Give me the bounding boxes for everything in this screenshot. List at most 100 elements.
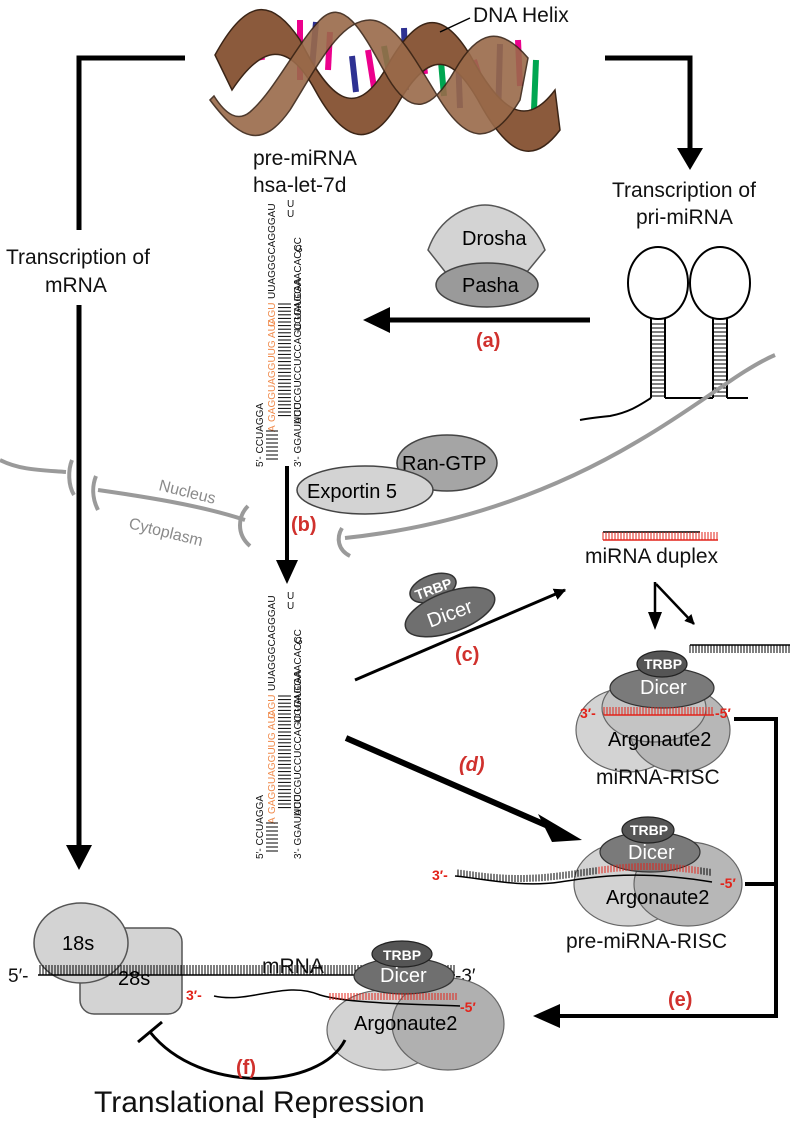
strand-5prime-2: -5′ (720, 875, 736, 891)
step-e-label: (e) (668, 989, 692, 1011)
svg-text:UCCGUCCUCCAGC UAUCAA: UCCGUCCUCCAGC UAUCAA (293, 670, 304, 809)
pasha-label: Pasha (462, 275, 520, 297)
trbp-shape-1 (636, 650, 688, 678)
svg-text:3′- GGAUUCU: 3′- GGAUUCU (293, 794, 304, 859)
pasha-shape (435, 262, 539, 308)
arrowhead-d (538, 814, 582, 842)
step-b-label: (b) (291, 514, 317, 536)
argonaute-label-3: Argonaute2 (354, 1013, 457, 1035)
nuclear-membrane (0, 353, 776, 558)
svg-text:G: G (295, 244, 303, 255)
svg-text:G: G (295, 636, 303, 647)
mirna-risc-label: miRNA-RISC (596, 766, 720, 789)
duplex-split-arrow-right (655, 583, 695, 625)
step-d-arrow (344, 735, 550, 829)
svg-text:A: A (293, 417, 304, 424)
ribosome-18s (33, 902, 129, 984)
drosha-label: Drosha (462, 228, 527, 250)
svg-text:5′- CCUAGGA: 5′- CCUAGGA (255, 795, 266, 859)
arrowhead-e (533, 1004, 560, 1028)
dna-helix: DNA Helix (209, 4, 569, 152)
ribo-18s-label: 18s (62, 933, 94, 955)
arrowhead-a (363, 307, 390, 333)
svg-text:U: U (287, 209, 294, 220)
dicer-label-2: Dicer (628, 842, 675, 864)
dna-helix-pointer (439, 17, 471, 33)
svg-text:U: U (287, 591, 294, 602)
pre-mirna-hairpin-2: UU G UUAGGGCAGGGAU UGGAGGAACACCC CGAGGUAGGUU… (255, 591, 304, 859)
strand-5prime-1: -5′ (715, 705, 731, 721)
exportin-shape (296, 465, 434, 515)
ran-gtp-label: Ran-GTP (402, 453, 486, 475)
step-c-arrow (354, 588, 567, 682)
drosha-shape (427, 204, 546, 279)
strand-3prime-2: 3′- (432, 867, 448, 883)
exportin-complex: Ran-GTP Exportin 5 (296, 434, 498, 515)
dicer-trbp-free: TRBP Dicer (404, 572, 496, 638)
transcription-mrna-label-1: Transcription of (6, 246, 150, 269)
mirna-duplex-label: miRNA duplex (585, 545, 719, 568)
transcription-pri-label-2: pri-miRNA (636, 206, 733, 229)
pri-mirna-transcription-arrow (605, 55, 693, 148)
drosha-pasha-complex: Drosha Pasha (427, 204, 546, 308)
trbp-shape-2 (621, 816, 675, 844)
svg-text:U: U (287, 199, 294, 210)
strand-5prime-3: -5′ (460, 999, 476, 1015)
pri-mirna-hairpins (579, 246, 751, 421)
trbp-shape-3 (371, 940, 433, 968)
step-c-label: (c) (455, 644, 479, 666)
pre-mirna-risc-label: pre-miRNA-RISC (566, 930, 727, 953)
svg-text:UUAGGGCAGGGAU: UUAGGGCAGGGAU (267, 595, 278, 691)
pre-mirna-label-2: hsa-let-7d (253, 174, 346, 197)
step-f-inhibition (148, 1031, 347, 1080)
mrna-label: mRNA (262, 955, 324, 978)
step-a-label: (a) (476, 330, 500, 352)
svg-text:3′- GGAUUCU: 3′- GGAUUCU (293, 402, 304, 467)
svg-text:U: U (287, 601, 294, 612)
svg-text:A: A (267, 817, 278, 824)
arrowhead-split-left (648, 612, 662, 630)
svg-text:A: A (267, 425, 278, 432)
svg-text:A: A (293, 809, 304, 816)
step-d-label: (d) (459, 754, 485, 776)
step-e-bracket (560, 717, 778, 1018)
translational-repression-label: Translational Repression (94, 1086, 425, 1119)
trbp-label-3: TRBP (383, 947, 421, 963)
trbp-label-1: TRBP (644, 656, 682, 672)
pre-mirna-hairpin-1: UU G UUAGGGCAGGGAU UGGAGGAACACCC CGAGGUAGGUU… (255, 199, 304, 467)
pre-mirna-risc-complex: TRBP Dicer 3′- -5′ Argonaute2 (432, 816, 743, 927)
arrowhead-b (276, 560, 298, 584)
argonaute-label-1: Argonaute2 (608, 729, 711, 751)
passenger-strand (689, 644, 790, 653)
svg-text:GAGGUAGGUUG AUAGU: GAGGUAGGUUG AUAGU (267, 303, 278, 422)
five-prime-mrna: 5′- (8, 966, 28, 987)
transcription-mrna-label-2: mRNA (45, 274, 107, 297)
dicer-label-3: Dicer (380, 965, 427, 987)
dna-helix-label: DNA Helix (473, 4, 569, 27)
svg-text:C: C (267, 320, 278, 327)
arrowhead-mrna (66, 845, 92, 870)
svg-text:C: C (267, 712, 278, 719)
svg-text:UUAGGGCAGGGAU: UUAGGGCAGGGAU (267, 203, 278, 299)
mrna-transcription-bracket (76, 55, 185, 230)
strand-3prime-3: 3′- (186, 987, 202, 1003)
dicer-label-1: Dicer (640, 677, 687, 699)
trbp-label-2: TRBP (630, 822, 668, 838)
argonaute-label-2: Argonaute2 (606, 887, 709, 909)
svg-text:UGGAGGAACACCC: UGGAGGAACACCC (293, 237, 304, 331)
mirna-duplex-graphic (602, 531, 718, 541)
dna-backbone-2 (209, 11, 529, 137)
inhibition-bar (137, 1020, 163, 1044)
dicer-shape-free (404, 586, 496, 638)
exportin-label: Exportin 5 (307, 481, 397, 503)
cytoplasm-label: Cytoplasm (127, 515, 204, 550)
pre-mirna-label-1: pre-miRNA (253, 147, 357, 170)
svg-text:UGGAGGAACACCC: UGGAGGAACACCC (293, 629, 304, 723)
step-f-label: (f) (236, 1057, 256, 1079)
bound-risc-complex: TRBP Dicer 3′- -5′ Argonaute2 (186, 940, 505, 1071)
svg-text:GAGGUAGGUUG AUAGU: GAGGUAGGUUG AUAGU (267, 695, 278, 814)
ribosome: 18s 28s (33, 902, 183, 1015)
mrna-strand (38, 965, 455, 976)
svg-text:5′- CCUAGGA: 5′- CCUAGGA (255, 403, 266, 467)
